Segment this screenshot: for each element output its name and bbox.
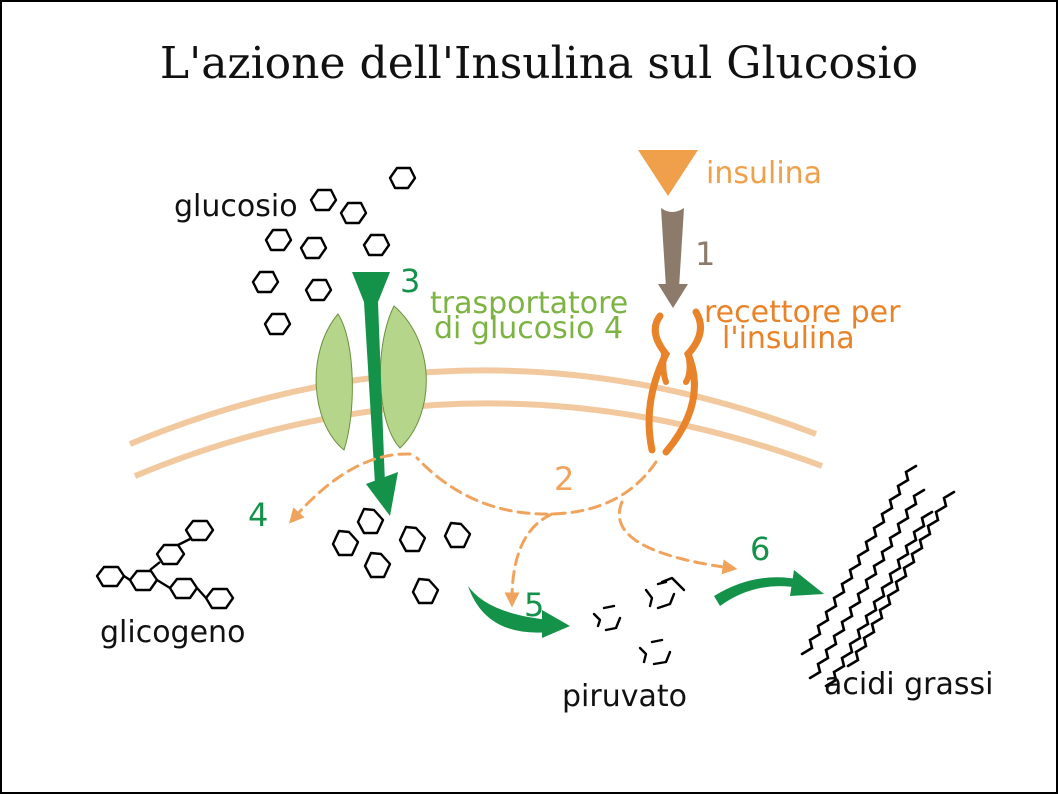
insulin-label: insulina [706, 156, 822, 191]
intracellular-glucose [331, 507, 472, 605]
insulin-receptor [645, 308, 704, 456]
step-3-label: 3 [400, 262, 420, 300]
glucose-label: glucosio [174, 189, 298, 224]
signal-pathway-dashed [289, 452, 738, 608]
cell-membrane [128, 367, 824, 479]
page-title: L'azione dell'Insulina sul Glucosio [160, 38, 918, 89]
receptor-label-line2: l'insulina [722, 321, 855, 356]
fatty-acids-label: acidi grassi [824, 667, 993, 702]
glucose-transporter [315, 305, 427, 451]
transporter-label-line2: di glucosio 4 [434, 311, 623, 346]
step-5-label: 5 [524, 586, 544, 624]
transporter-label-line1: trasportatore [430, 286, 628, 321]
glycogen-label: glicogeno [100, 615, 245, 650]
step-4-label: 4 [248, 496, 268, 534]
step-1-label: 1 [695, 235, 715, 273]
insulin-icon [638, 150, 698, 196]
fatty-acids-icon [800, 464, 956, 688]
extracellular-glucose [251, 166, 417, 336]
step-2-label: 2 [554, 460, 574, 498]
pyruvate-icon [592, 576, 686, 666]
glycolysis-arrow-5 [468, 586, 570, 638]
pyruvate-label: piruvato [562, 679, 687, 714]
step-1-arrow [658, 208, 688, 308]
transport-arrow-3 [352, 272, 398, 516]
glycogen-icon [95, 519, 235, 610]
step-6-label: 6 [750, 530, 770, 568]
lipogenesis-arrow-6 [714, 570, 824, 606]
receptor-label-line1: recettore per [704, 295, 901, 330]
